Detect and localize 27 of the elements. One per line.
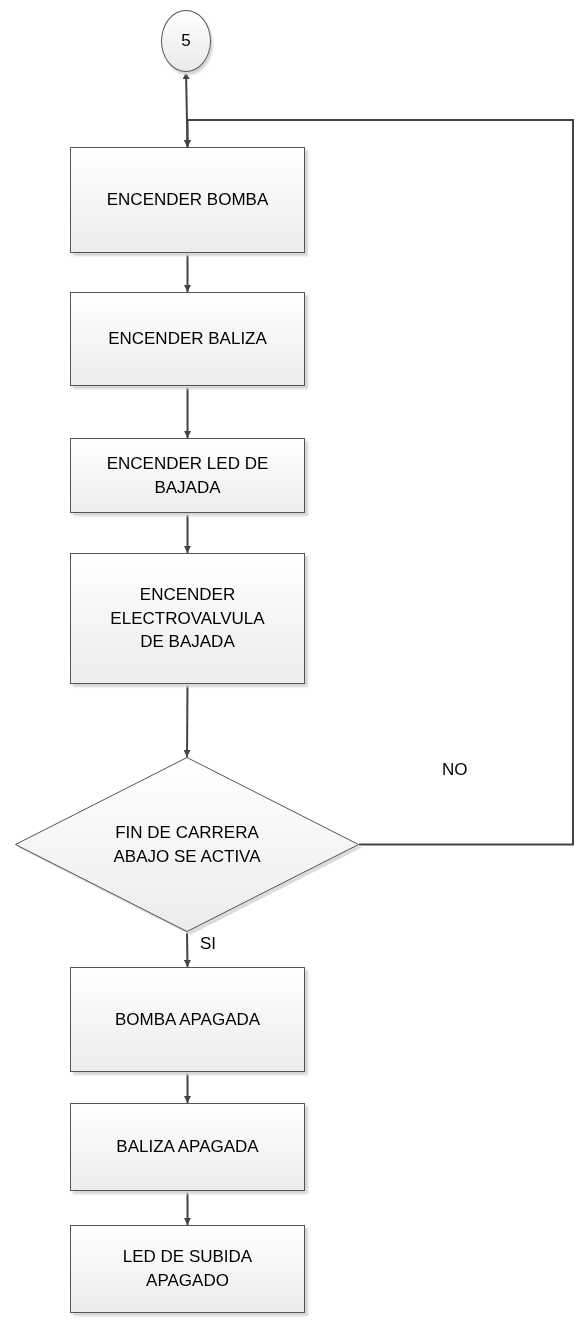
process-box (70, 1103, 305, 1191)
arrow (184, 252, 191, 293)
process-box (70, 438, 305, 513)
node-text: ENCENDER BOMBA (106, 189, 269, 212)
node-text: 5 (181, 30, 191, 53)
node-text: FIN DE CARRERA ABAJO SE ACTIVA (112, 821, 262, 868)
decision-diamond (15, 757, 359, 932)
arrow (183, 931, 191, 968)
arrow (182, 71, 191, 148)
process-box (70, 553, 305, 684)
connector-circle (161, 10, 211, 72)
arrow (184, 1071, 191, 1104)
node-text: ENCENDER LED DE BAJADA (105, 452, 270, 499)
arrow (184, 1190, 191, 1226)
arrow (184, 385, 191, 439)
process-box (70, 967, 305, 1072)
node-text: ENCENDER BALIZA (108, 328, 267, 351)
process-box (70, 147, 305, 253)
arrow (183, 683, 191, 758)
node-text: ENCENDER ELECTROVALVULA DE BAJADA (109, 583, 266, 654)
node-text: BOMBA APAGADA (114, 1008, 261, 1031)
process-box (70, 292, 305, 386)
arrow (184, 119, 574, 846)
arrow (184, 512, 191, 554)
node-text: LED DE SUBIDA APAGADO (121, 1246, 254, 1292)
node-text: BALIZA APAGADA (116, 1136, 259, 1159)
process-box (70, 1225, 305, 1313)
